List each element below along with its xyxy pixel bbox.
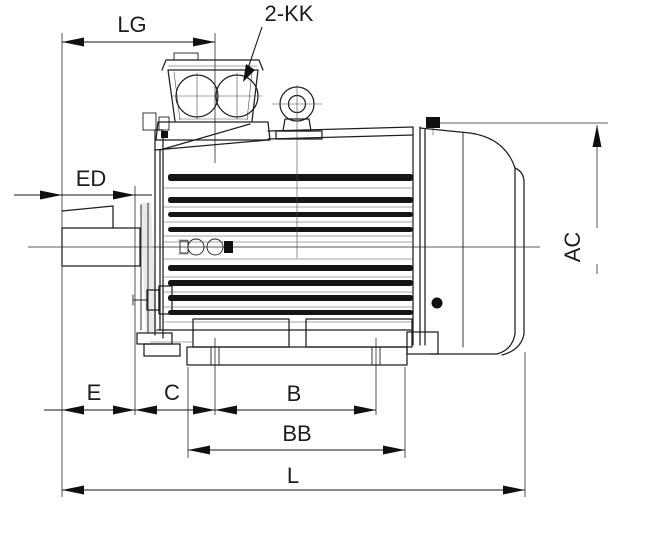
fan-cover bbox=[419, 117, 525, 356]
dimension-ac: AC bbox=[560, 125, 602, 262]
mounting-feet bbox=[149, 318, 439, 366]
dimension-l: L bbox=[62, 463, 525, 495]
front-end-shield bbox=[136, 112, 181, 357]
dim-label-2kk: 2-KK bbox=[265, 1, 314, 26]
terminal-box bbox=[155, 52, 271, 141]
dim-label-ac: AC bbox=[560, 232, 585, 263]
dim-label-bb: BB bbox=[282, 421, 311, 446]
shaft bbox=[61, 205, 141, 267]
dim-label-e: E bbox=[87, 380, 102, 405]
dim-label-lg: LG bbox=[117, 12, 146, 37]
dim-label-c: C bbox=[164, 380, 180, 405]
motor-body-fins bbox=[154, 123, 426, 346]
dimension-bb: BB bbox=[188, 421, 405, 455]
dimension-ed: ED bbox=[14, 166, 152, 200]
dim-label-b: B bbox=[287, 381, 302, 406]
leader-2kk: 2-KK bbox=[243, 1, 314, 82]
dim-label-ed: ED bbox=[76, 166, 107, 191]
lifting-eyebolt bbox=[271, 84, 323, 140]
dimension-lg: LG bbox=[62, 12, 215, 47]
dim-label-l: L bbox=[287, 463, 299, 488]
drain-hole bbox=[431, 297, 443, 309]
grease-fitting bbox=[177, 238, 233, 256]
dimension-e-c-b: E C B bbox=[44, 380, 376, 415]
